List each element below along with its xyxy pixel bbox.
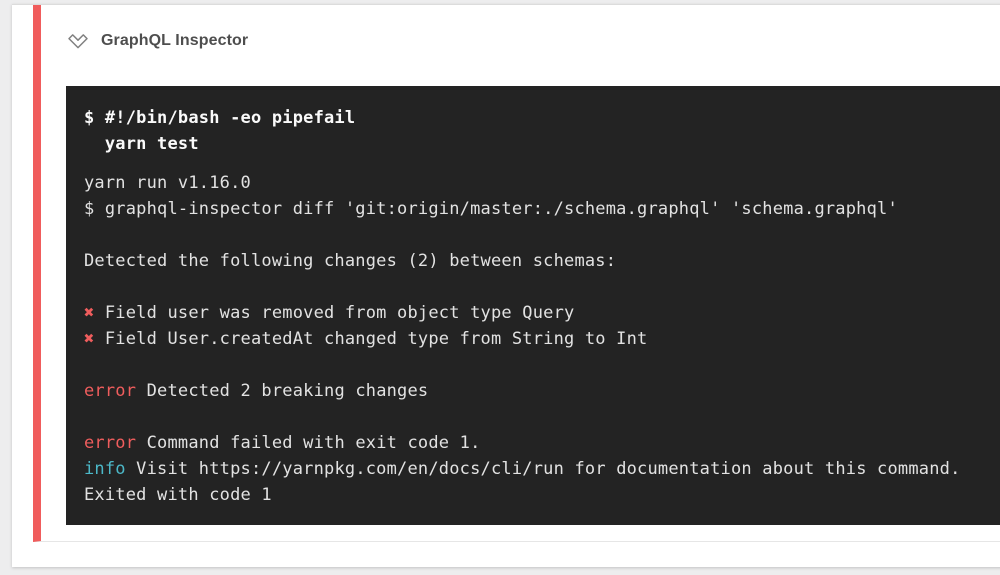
- terminal-gap: [84, 157, 1000, 170]
- terminal-line: yarn run v1.16.0: [84, 173, 251, 193]
- step-title: GraphQL Inspector: [101, 32, 249, 49]
- terminal-line: [84, 404, 1000, 430]
- terminal-line: error Detected 2 breaking changes: [84, 381, 429, 401]
- terminal-line: [84, 222, 1000, 248]
- terminal-line: yarn test: [84, 134, 199, 154]
- terminal-line: $ #!/bin/bash -eo pipefail: [84, 108, 356, 128]
- terminal-line: $ graphql-inspector diff 'git:origin/mas…: [84, 199, 898, 219]
- info-label: info: [84, 459, 126, 479]
- build-step-card: GraphQL Inspector $ #!/bin/bash -eo pipe…: [12, 4, 1000, 567]
- error-label: error: [84, 381, 137, 401]
- chevron-down-icon[interactable]: [64, 29, 92, 53]
- terminal-line: [84, 274, 1000, 300]
- terminal-line: Exited with code 1: [84, 485, 272, 505]
- error-label: error: [84, 433, 137, 453]
- terminal-line: error Command failed with exit code 1.: [84, 433, 481, 453]
- terminal-line: ✖ Field user was removed from object typ…: [84, 303, 575, 323]
- step-row-graphql-inspector: GraphQL Inspector $ #!/bin/bash -eo pipe…: [33, 5, 1000, 542]
- terminal-line: info Visit https://yarnpkg.com/en/docs/c…: [84, 459, 961, 479]
- terminal-line: [84, 352, 1000, 378]
- terminal-line: ✖ Field User.createdAt changed type from…: [84, 329, 648, 349]
- step-header[interactable]: GraphQL Inspector: [41, 5, 1000, 55]
- terminal-output: $ #!/bin/bash -eo pipefail yarn test yarn…: [66, 86, 1000, 525]
- breaking-change-x-icon: ✖: [84, 329, 95, 349]
- terminal-line: Detected the following changes (2) betwe…: [84, 251, 617, 271]
- breaking-change-x-icon: ✖: [84, 303, 95, 323]
